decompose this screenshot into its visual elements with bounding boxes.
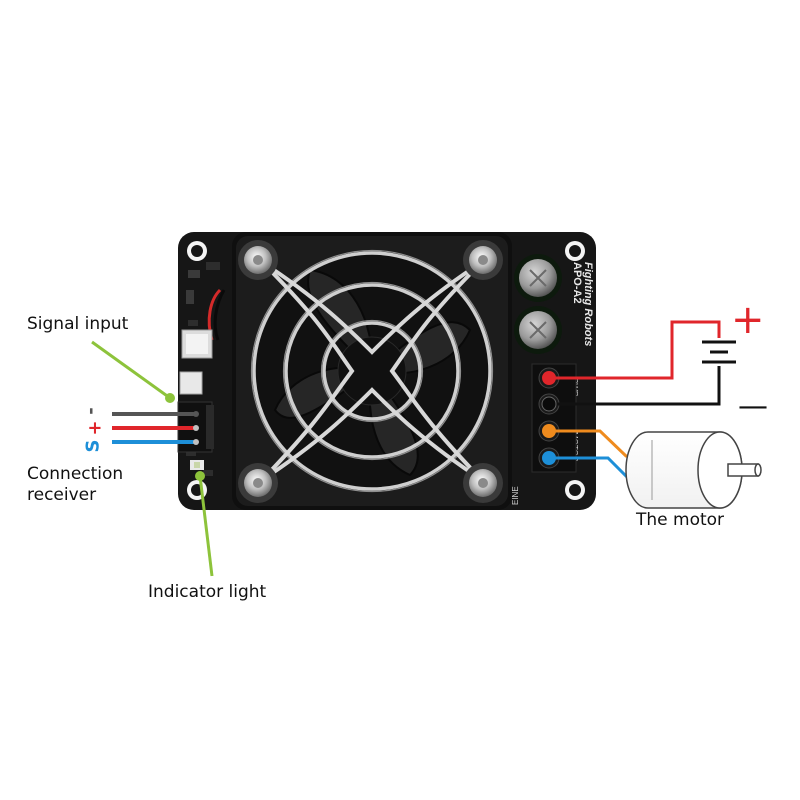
terminal-dot-orange: [542, 424, 556, 438]
capacitor: [514, 254, 562, 302]
mounting-hole: [565, 480, 585, 500]
battery-icon: [702, 340, 736, 364]
label-indicator-light: Indicator light: [148, 582, 267, 602]
signal-wires: [112, 411, 199, 445]
label-signal-input: Signal input: [27, 314, 129, 334]
fan-screw: [463, 463, 503, 503]
power-negative-wire: [549, 366, 721, 406]
pin-label-signal: S: [82, 439, 104, 453]
esc-board: APO-A2 Fighting Robots PWR MOTOR EINE: [177, 232, 596, 510]
power-plus-symbol: +: [731, 297, 765, 343]
fan-screw: [238, 240, 278, 280]
motor-icon: [625, 431, 762, 509]
fan-screw: [238, 463, 278, 503]
pin-label-minus: -: [80, 407, 102, 415]
pointer-indicator-light: [195, 471, 214, 577]
terminal-dot-negative: [541, 396, 557, 412]
cooling-fan: [232, 232, 512, 510]
silkscreen-edge: EINE: [511, 486, 520, 505]
label-connection-receiver: Connection receiver: [27, 464, 124, 505]
capacitor: [514, 306, 562, 354]
pin-label-plus: +: [84, 420, 106, 436]
silkscreen-brand: Fighting Robots: [582, 262, 594, 346]
terminal-dot-blue: [542, 451, 556, 465]
silkscreen-model: APO-A2: [571, 262, 583, 304]
power-positive-wire: [549, 320, 721, 380]
pointer-signal-input: [91, 340, 175, 403]
terminal-dot-positive: [542, 371, 556, 385]
mounting-hole: [565, 241, 585, 261]
power-wiring: [541, 320, 736, 412]
mounting-hole: [187, 241, 207, 261]
label-the-motor: The motor: [636, 510, 725, 530]
indicator-led: [190, 460, 204, 470]
fan-screw: [463, 240, 503, 280]
power-minus-symbol: —: [738, 389, 768, 424]
